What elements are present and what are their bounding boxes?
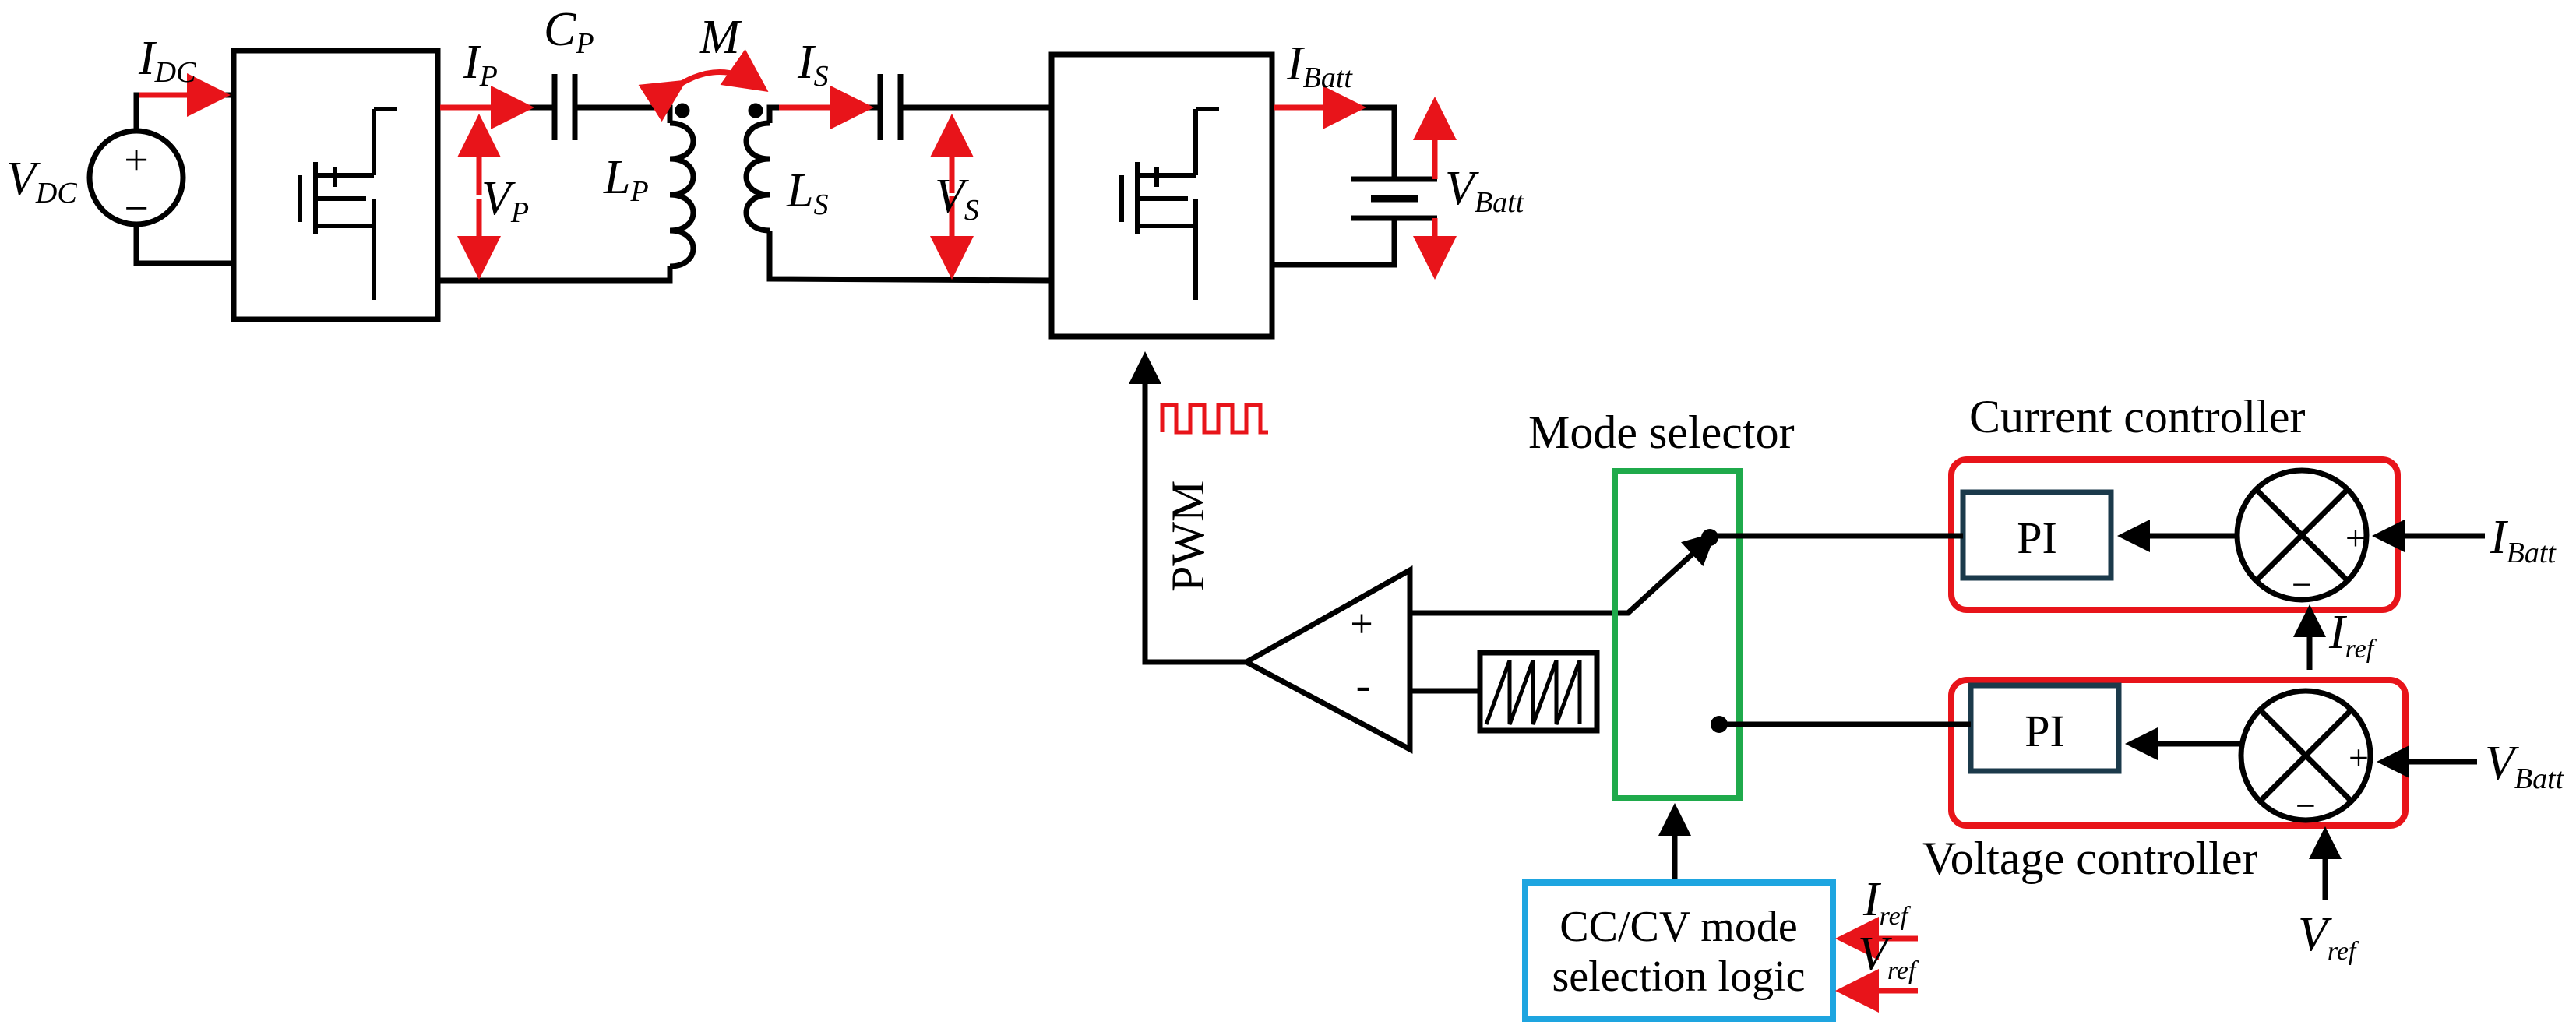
- pwm-path: [1129, 351, 1246, 665]
- wire-batt-bottom: [1272, 218, 1397, 268]
- label-ibatt-top: IBatt: [1286, 37, 1353, 94]
- label-voltage-controller: Voltage controller: [1922, 833, 2257, 884]
- pi-label-voltage: PI: [2025, 706, 2065, 756]
- logic-line-1: CC/CV mode: [1559, 903, 1797, 951]
- pi-block-voltage: [1968, 682, 2122, 774]
- ls-coil-icon: [743, 120, 770, 234]
- rectifier-box: [1048, 51, 1275, 340]
- wire-pwm: [1129, 351, 1246, 665]
- label-lp: LP: [603, 151, 649, 208]
- sum-junction-voltage: [2238, 688, 2373, 823]
- sawtooth-box: [1477, 650, 1600, 734]
- label-pwm: PWM: [1162, 481, 1214, 592]
- wire-source-bottom: [133, 224, 234, 266]
- comparator-minus: -: [1356, 661, 1371, 710]
- ls-dot: [748, 103, 763, 118]
- sum-voltage-plus: +: [2349, 738, 2369, 777]
- mosfet-icon-inverter: [298, 107, 397, 300]
- logic-input-arrows: [1835, 917, 1918, 1013]
- power-stage: [86, 48, 1437, 340]
- label-iref-mid: Iref: [2328, 606, 2377, 664]
- src-minus-sign: −: [124, 185, 149, 233]
- mosfet-icon-rectifier: [1119, 107, 1219, 300]
- controller-wires: [1658, 520, 2485, 900]
- comparator-plus: +: [1350, 602, 1373, 646]
- wire-comp-plus: [1410, 532, 1717, 616]
- lp-dot: [675, 103, 690, 118]
- label-vref-bot: Vref: [2298, 908, 2359, 966]
- inverter-box: [231, 48, 441, 322]
- wire-cp-lp: [575, 104, 673, 123]
- cccv-logic-box: [1522, 879, 1836, 1022]
- wire-source-top: [133, 92, 234, 131]
- label-is: IS: [797, 36, 829, 93]
- sum-current-minus: −: [2292, 565, 2312, 604]
- label-mode-selector: Mode selector: [1528, 407, 1795, 458]
- label-ibatt-in: IBatt: [2490, 511, 2557, 569]
- lp-coil-icon: [669, 120, 696, 269]
- label-vdc: VDC: [6, 153, 77, 210]
- comparator-wires: [1410, 532, 1717, 694]
- sum-junction-current: [2234, 467, 2370, 603]
- label-iref-logic: Iref: [1862, 873, 1912, 931]
- measurement-arrows: [139, 48, 1457, 280]
- label-ls: LS: [786, 164, 828, 221]
- label-vs: VS: [935, 170, 979, 227]
- comparator-triangle: [1240, 565, 1413, 754]
- label-cp: CP: [544, 3, 594, 60]
- sum-voltage-minus: −: [2296, 786, 2316, 826]
- sum-current-plus: +: [2345, 518, 2366, 558]
- label-current-controller: Current controller: [1969, 391, 2306, 442]
- pwm-waveform-icon: [1160, 403, 1268, 435]
- label-idc: IDC: [138, 32, 196, 89]
- wire-batt-top: [1272, 104, 1397, 179]
- label-vp: VP: [481, 172, 529, 229]
- label-vbatt-top: VBatt: [1445, 162, 1525, 219]
- m-arrow: [638, 48, 769, 122]
- sawtooth-icon: [1484, 660, 1582, 725]
- label-m: M: [699, 11, 742, 64]
- label-ip: IP: [463, 36, 498, 93]
- wire-lp-bottom: [438, 266, 673, 284]
- wire-ls-bottom: [766, 231, 1052, 284]
- label-vbatt-in: VBatt: [2485, 737, 2565, 795]
- pi-label-current: PI: [2017, 512, 2057, 563]
- src-plus-sign: +: [124, 136, 149, 185]
- logic-line-2: selection logic: [1552, 953, 1805, 1001]
- label-vref-logic: Vref: [1858, 928, 1919, 985]
- mode-selector-box: [1612, 468, 1743, 801]
